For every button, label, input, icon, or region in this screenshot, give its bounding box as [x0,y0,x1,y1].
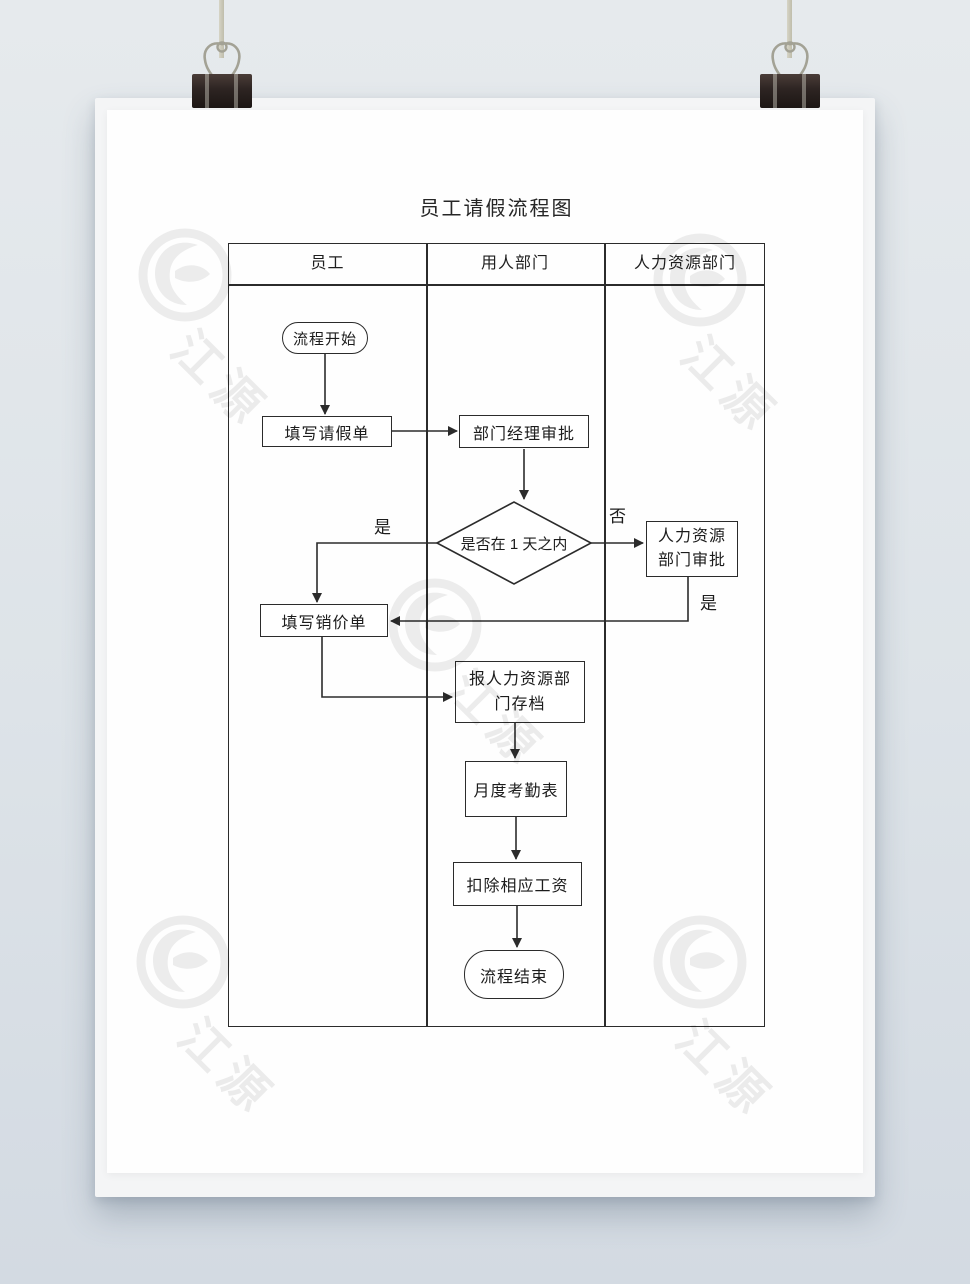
node-hr-approval-line1: 人力资源 [657,528,726,545]
node-report-hr-archive-line1: 报人力资源部 [468,671,571,688]
node-fill-leave-form: 填写请假单 [262,416,392,447]
node-monthly-attendance: 月度考勤表 [465,761,567,817]
node-start: 流程开始 [282,322,368,354]
lane-header-hr-department: 人力资源部门 [633,255,736,272]
page-title: 员工请假流程图 [419,198,574,220]
lane-divider-1 [426,244,428,1026]
clip-body [192,74,252,108]
node-decision-label: 是否在 1 天之内 [460,535,568,553]
hanging-string-right [787,0,792,58]
edge-label-hr-yes: 是 [700,594,717,613]
clip-wire-through [234,74,238,108]
node-report-hr-archive-line2: 门存档 [494,696,546,713]
clip-wire-through [802,74,806,108]
edge-label-yes: 是 [374,518,391,537]
edge-label-no: 否 [609,507,626,526]
node-fill-cancellation-form: 填写销价单 [260,604,388,637]
node-hr-approval-line2: 部门审批 [657,552,726,569]
clip-handle-wire-icon [203,41,241,78]
clip-body [760,74,820,108]
lane-header-employee: 员工 [310,255,345,272]
hanging-string-left [219,0,224,58]
clip-wire-through [773,74,777,108]
clip-wire-through [205,74,209,108]
lane-header-using-department: 用人部门 [480,255,549,272]
node-end: 流程结束 [464,950,564,999]
node-manager-approval: 部门经理审批 [459,415,589,448]
header-divider-line [229,284,764,286]
clip-handle-wire-icon [771,41,809,78]
lane-divider-2 [604,244,606,1026]
node-hr-approval: 人力资源 部门审批 [646,521,738,577]
node-report-hr-archive: 报人力资源部 门存档 [455,661,585,723]
node-deduct-salary: 扣除相应工资 [453,862,582,906]
